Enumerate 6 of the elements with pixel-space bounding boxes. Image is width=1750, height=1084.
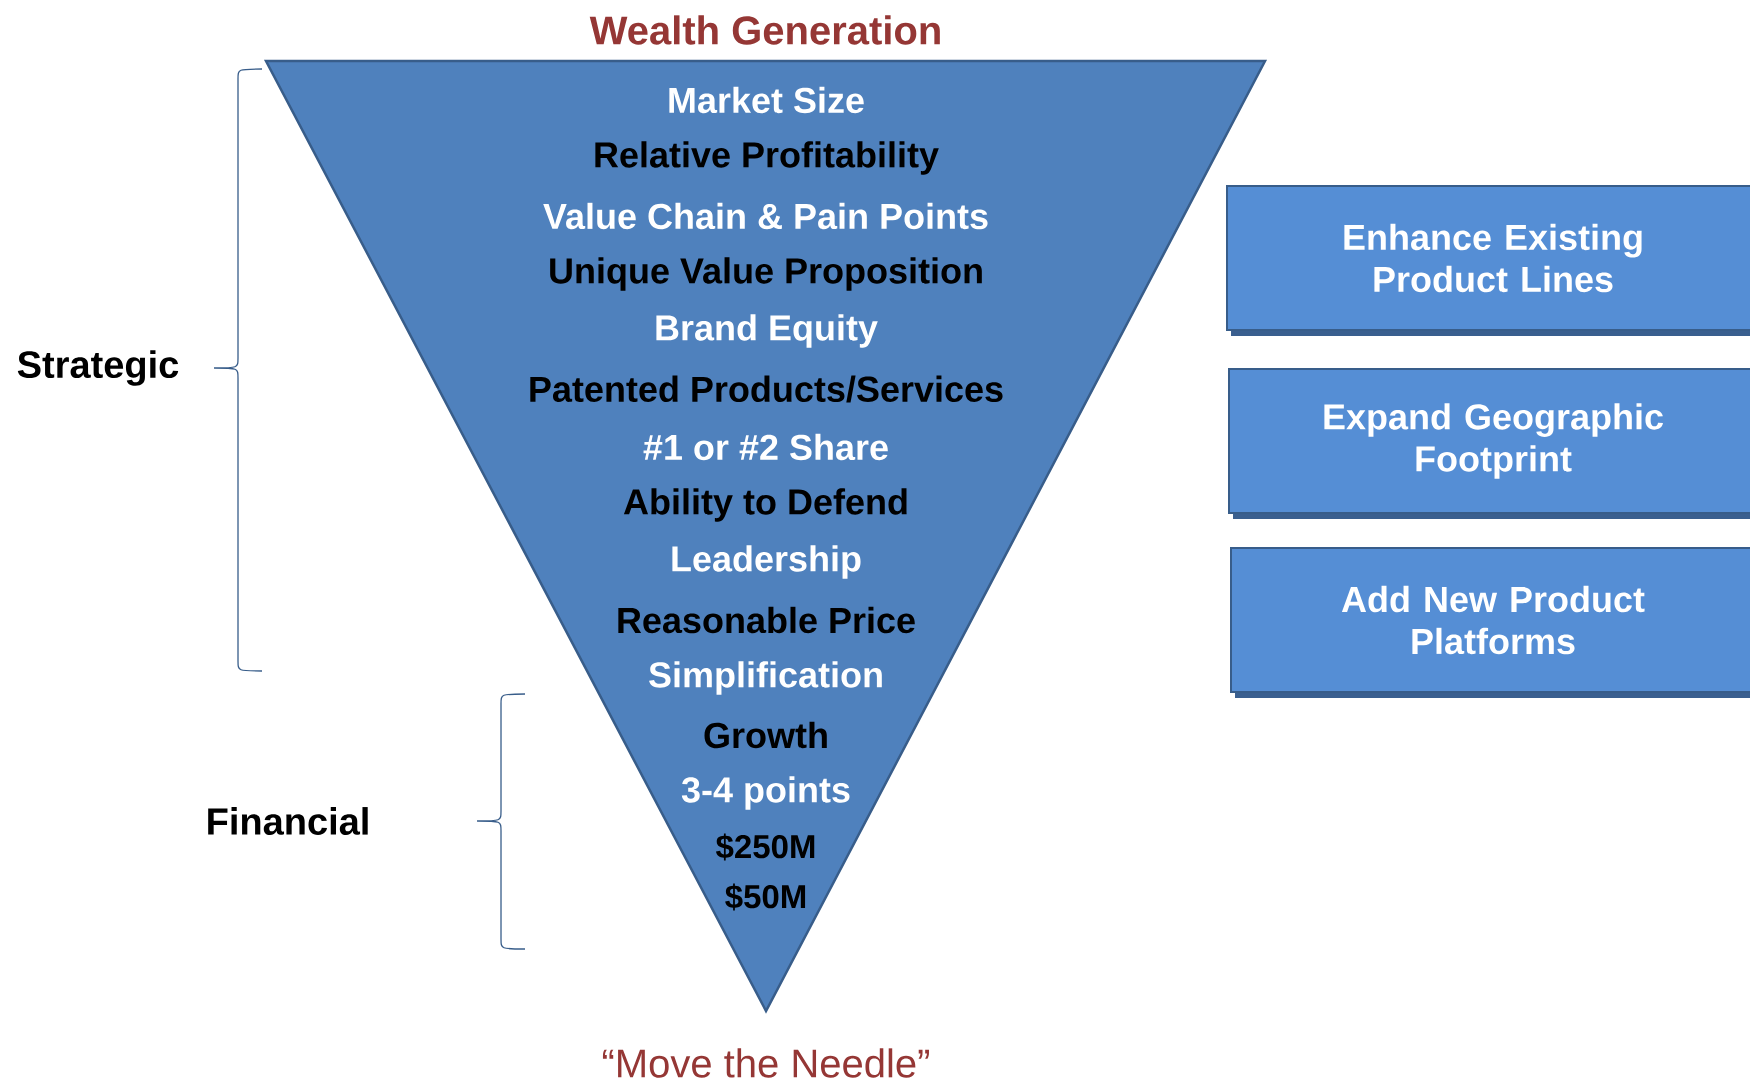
bracket-label: Strategic: [17, 350, 179, 386]
title: Wealth Generation: [589, 15, 940, 45]
caption: “Move the Needle”: [602, 1048, 929, 1078]
action-box: Enhance Existing Product Lines: [1226, 185, 1750, 336]
action-box: Add New Product Platforms: [1230, 547, 1750, 698]
action-box: Expand Geographic Footprint: [1228, 368, 1750, 519]
